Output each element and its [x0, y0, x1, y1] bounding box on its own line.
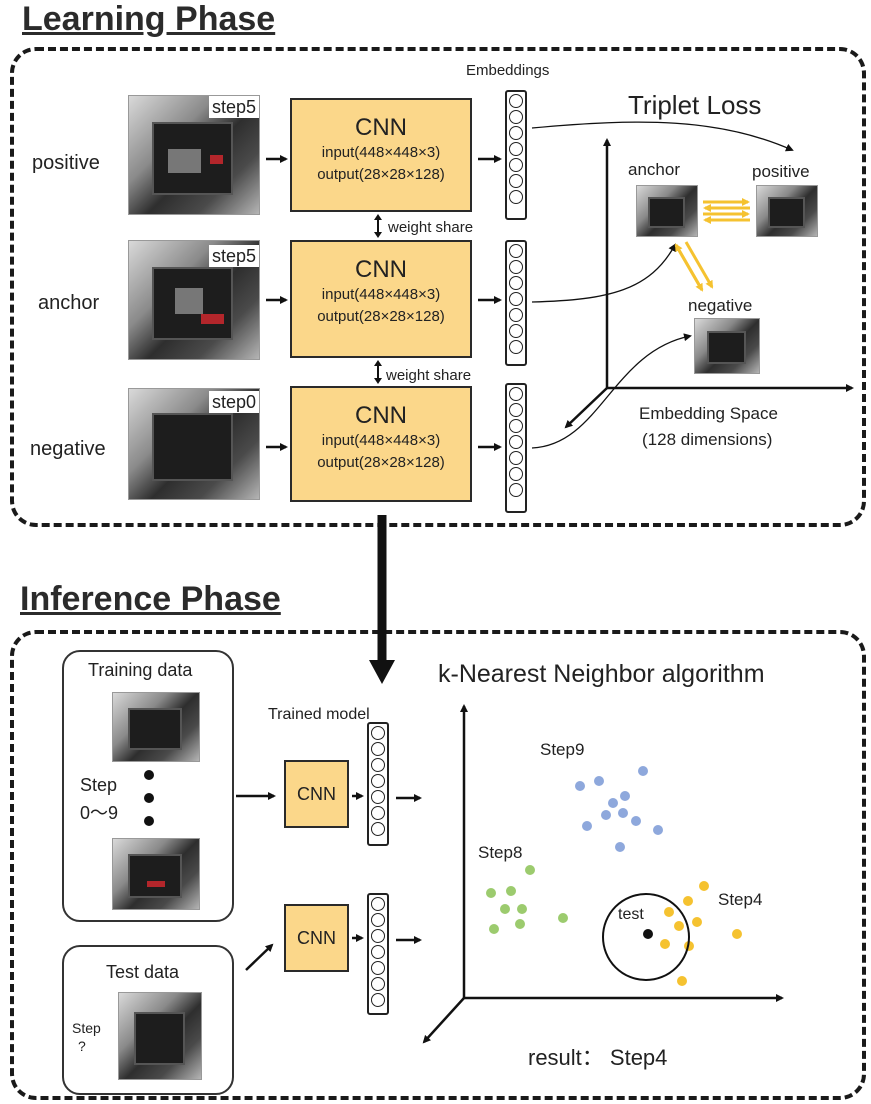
embedding-space-label: Embedding Space: [639, 404, 778, 423]
cnn-title: CNN: [297, 928, 336, 948]
training-image-bottom: [112, 838, 200, 910]
embedding-vector-negative: [505, 383, 527, 513]
step9-cluster: [575, 766, 663, 852]
weight-share-label-2: weight share: [386, 367, 472, 384]
arrow-test-to-cnn: [245, 943, 274, 971]
cnn-input-label: input(448×448×3): [321, 144, 441, 161]
knn-neighborhood-circle: [602, 893, 690, 981]
embedding-vector-test: [367, 893, 389, 1015]
ellipsis-dot: [144, 816, 154, 826]
curve-negative: [531, 333, 692, 449]
cnn-output-label: output(28×28×128): [317, 166, 445, 183]
triplet-pull-arrows: [703, 198, 750, 224]
cnn-input-label: input(448×448×3): [321, 432, 441, 449]
test-point: [643, 929, 653, 939]
cnn-title: CNN: [355, 114, 407, 141]
cnn-output-label: output(28×28×128): [317, 454, 445, 471]
test-image: [118, 992, 202, 1080]
cnn-title: CNN: [297, 784, 336, 804]
negative-label: negative: [30, 438, 106, 460]
inference-phase-box: [10, 630, 866, 1100]
anchor-image: step5: [128, 240, 260, 360]
step9-label: Step9: [540, 740, 585, 759]
positive-step-tag: step5: [208, 96, 259, 118]
cnn-positive: CNN input(448×448×3) output(28×28×128): [290, 98, 472, 212]
triplet-push-arrows: [674, 241, 714, 292]
step4-label: Step4: [718, 890, 763, 909]
cnn-input-label: input(448×448×3): [321, 286, 441, 303]
curve-anchor: [531, 243, 676, 303]
test-data-label: Test data: [106, 962, 180, 982]
cnn-anchor: CNN input(448×448×3) output(28×28×128): [290, 240, 472, 358]
result-label: result： Step4: [528, 1045, 668, 1070]
test-step-unknown: ?: [78, 1038, 86, 1054]
weight-share-label-1: weight share: [388, 219, 474, 236]
negative-image: step0: [128, 388, 260, 500]
test-point-label: test: [618, 906, 644, 923]
space-positive-label: positive: [752, 162, 810, 181]
test-step-label: Step: [72, 1020, 101, 1036]
knn-z-axis: [422, 997, 465, 1044]
training-image-top: [112, 692, 200, 762]
training-data-label: Training data: [88, 660, 193, 680]
step8-label: Step8: [478, 843, 523, 862]
cnn-negative: CNN input(448×448×3) output(28×28×128): [290, 386, 472, 502]
positive-image: step5: [128, 95, 260, 215]
space-positive-image: [756, 185, 818, 237]
embedding-vector-positive: [505, 90, 527, 220]
cnn-title: CNN: [355, 402, 407, 429]
learning-phase-title: Learning Phase: [22, 0, 276, 38]
embedding-vector-training: [367, 722, 389, 846]
curve-positive: [531, 121, 794, 152]
cnn-trained-training: CNN: [284, 760, 349, 828]
trained-model-label: Trained model: [268, 706, 370, 723]
space-z-axis: [564, 387, 608, 429]
training-step-range: 0〜9: [80, 803, 119, 823]
space-negative-label: negative: [688, 296, 753, 315]
cnn-output-label: output(28×28×128): [317, 308, 445, 325]
triplet-loss-title: Triplet Loss: [628, 90, 762, 120]
training-step-label: Step: [80, 775, 118, 795]
negative-step-tag: step0: [208, 391, 259, 413]
cnn-trained-test: CNN: [284, 904, 349, 972]
inference-phase-title: Inference Phase: [20, 580, 281, 618]
step4-cluster: [660, 881, 742, 986]
space-negative-image: [694, 318, 760, 374]
cnn-title: CNN: [355, 256, 407, 283]
positive-label: positive: [32, 152, 100, 174]
ellipsis-dot: [144, 770, 154, 780]
anchor-step-tag: step5: [208, 245, 259, 267]
learning-phase-box: [10, 47, 866, 527]
step8-cluster: [486, 865, 568, 934]
space-anchor-image: [636, 185, 698, 237]
space-anchor-label: anchor: [628, 160, 680, 179]
embeddings-label: Embeddings: [466, 62, 550, 79]
embedding-vector-anchor: [505, 240, 527, 366]
anchor-label: anchor: [38, 292, 100, 314]
ellipsis-dot: [144, 793, 154, 803]
knn-title: k-Nearest Neighbor algorithm: [438, 660, 765, 688]
dimensions-label: (128 dimensions): [642, 430, 773, 449]
